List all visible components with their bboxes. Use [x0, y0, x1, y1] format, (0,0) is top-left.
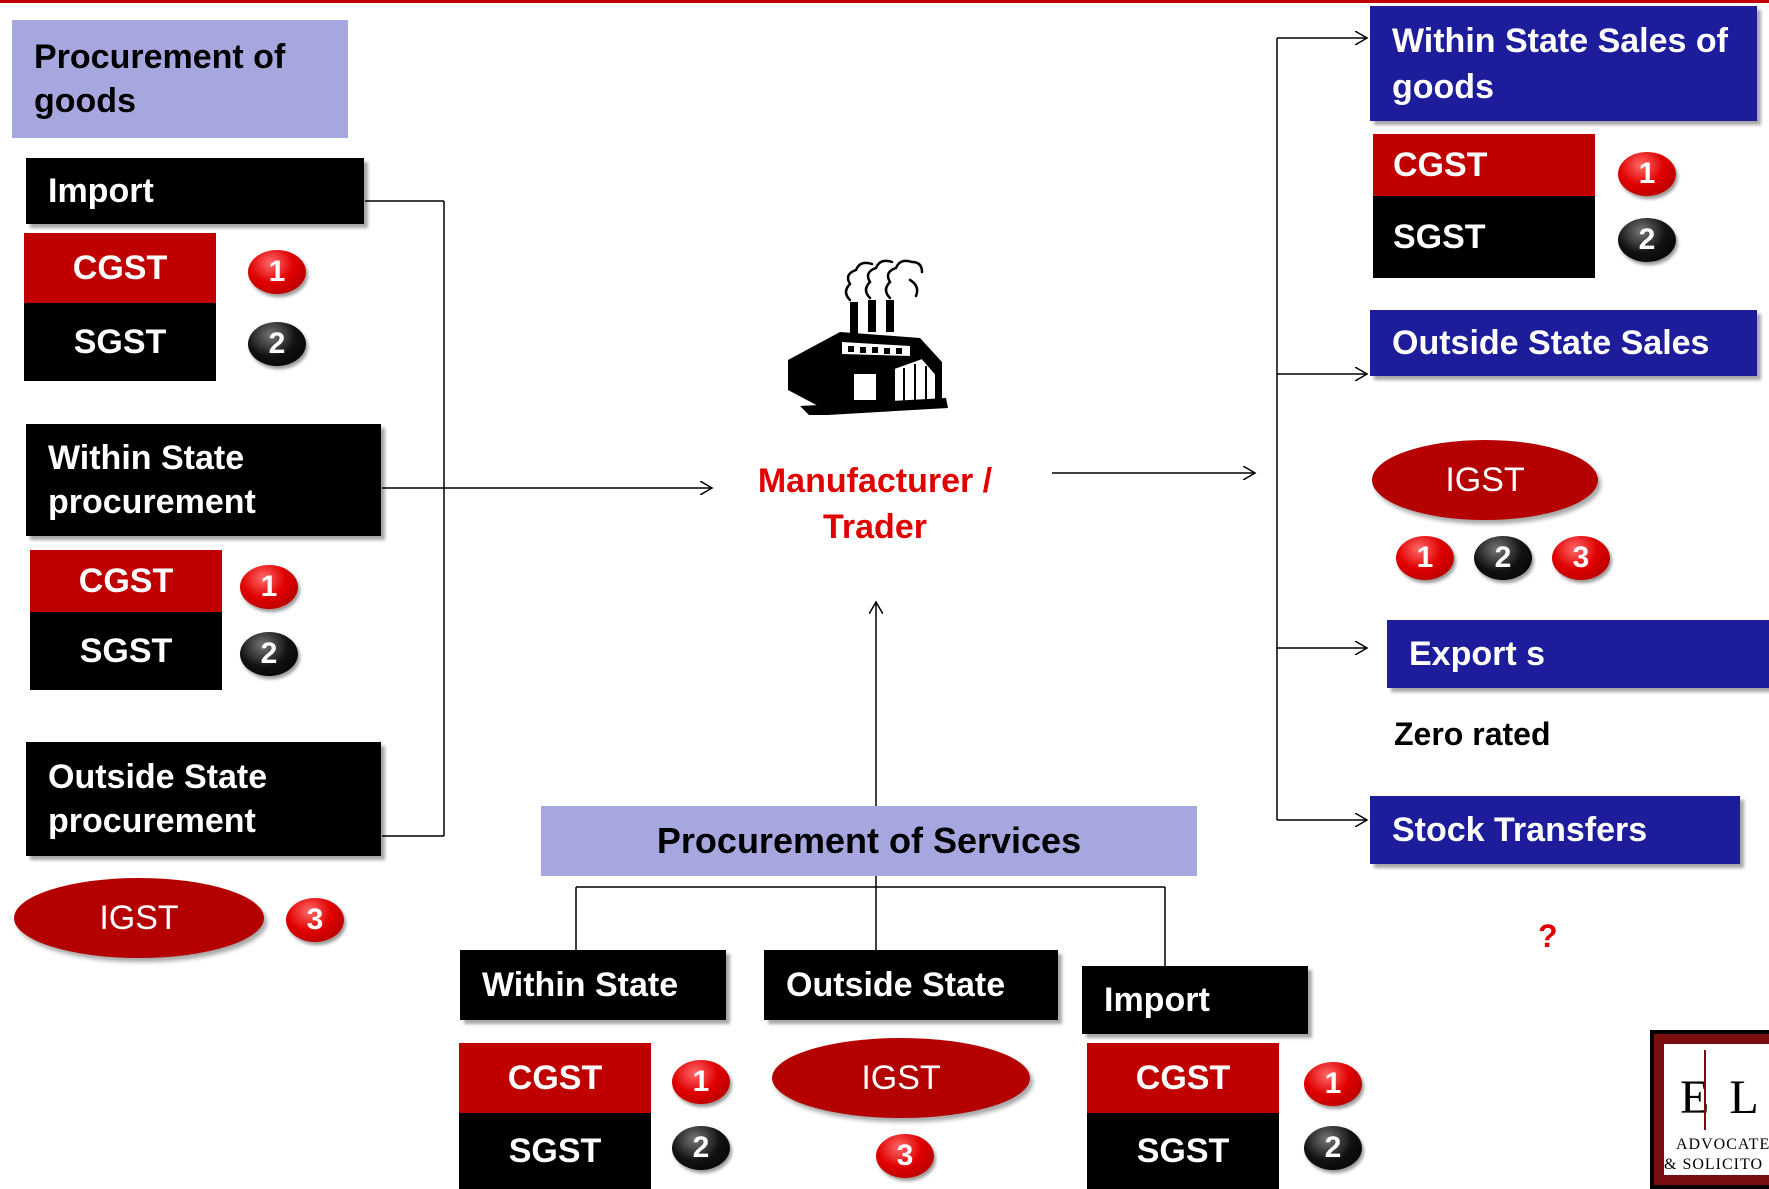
sales-igst-label: IGST [1445, 460, 1525, 499]
services-within-cgst-label: CGST [507, 1058, 603, 1097]
stock-transfers-box: Stock Transfers [1370, 796, 1740, 864]
import-cgst-label: CGST [72, 248, 168, 287]
within-sgst-label: SGST [79, 631, 173, 670]
badge-1: 1 [1396, 536, 1454, 580]
services-import-box: Import [1082, 966, 1308, 1034]
services-within-sgst-label: SGST [508, 1131, 602, 1170]
top-border [0, 0, 1769, 3]
sales-sgst-label: SGST [1393, 217, 1486, 256]
sales-sgst: SGST [1373, 196, 1595, 278]
services-import-cgst: CGST [1087, 1043, 1279, 1113]
badge-1: 1 [1618, 152, 1676, 196]
services-import-sgst-label: SGST [1136, 1131, 1230, 1170]
within-cgst-label: CGST [78, 561, 174, 600]
services-import-label: Import [1104, 981, 1210, 1019]
services-import-cgst-label: CGST [1135, 1058, 1231, 1097]
badge-1: 1 [240, 565, 298, 609]
outside-procurement-box: Outside State procurement [26, 742, 381, 856]
import-cgst: CGST [24, 233, 216, 303]
import-sgst: SGST [24, 303, 216, 381]
procurement-services-title-text: Procurement of Services [656, 820, 1082, 861]
badge-2: 2 [672, 1126, 730, 1170]
sales-cgst-label: CGST [1393, 145, 1488, 184]
badge-2: 2 [1618, 218, 1676, 262]
import-box: Import [26, 158, 364, 224]
logo-letters: E L [1680, 1071, 1763, 1124]
firm-logo: E L ADVOCATE & SOLICITO [1650, 1030, 1769, 1189]
question-mark: ? [1538, 918, 1558, 954]
sales-cgst: CGST [1373, 134, 1595, 196]
badge-2: 2 [1474, 536, 1532, 580]
within-procurement-box: Within State procurement [26, 424, 381, 536]
badge-1: 1 [248, 250, 306, 294]
services-outside-igst-label: IGST [861, 1058, 941, 1097]
exports-box: Export s [1387, 620, 1769, 688]
badge-1: 1 [672, 1060, 730, 1104]
within-sales-label: Within State Sales of goods [1392, 21, 1728, 106]
services-within-box: Within State [460, 950, 726, 1020]
outside-igst: IGST [14, 878, 264, 958]
services-outside-igst: IGST [772, 1038, 1030, 1118]
outside-igst-label: IGST [99, 898, 179, 937]
services-outside-label: Outside State [786, 966, 1006, 1004]
services-import-sgst: SGST [1087, 1113, 1279, 1189]
zero-rated-note: Zero rated [1394, 716, 1551, 752]
badge-3: 3 [876, 1134, 934, 1178]
within-sales-box: Within State Sales of goods [1370, 6, 1757, 121]
outside-sales-label: Outside State Sales [1392, 324, 1710, 362]
badge-2: 2 [248, 322, 306, 366]
outside-procurement-label: Outside State procurement [48, 758, 268, 840]
factory-icon [770, 250, 950, 416]
procurement-goods-title: Procurement of goods [12, 20, 348, 138]
badge-3: 3 [286, 898, 344, 942]
logo-line1: ADVOCATE [1676, 1136, 1769, 1153]
sales-igst: IGST [1372, 440, 1598, 520]
procurement-services-title: Procurement of Services [541, 806, 1197, 876]
logo-line2: & SOLICITO [1664, 1156, 1764, 1173]
badge-2: 2 [240, 632, 298, 676]
badge-2: 2 [1304, 1126, 1362, 1170]
exports-label: Export s [1409, 635, 1546, 673]
manufacturer-label: Manufacturer / Trader [757, 462, 993, 546]
services-within-label: Within State [482, 966, 679, 1004]
within-cgst: CGST [30, 550, 222, 612]
badge-3: 3 [1552, 536, 1610, 580]
services-within-sgst: SGST [459, 1113, 651, 1189]
services-within-cgst: CGST [459, 1043, 651, 1113]
outside-sales-box: Outside State Sales [1370, 310, 1757, 376]
within-sgst: SGST [30, 612, 222, 690]
procurement-goods-title-text: Procurement of goods [34, 38, 286, 120]
logo-divider [1704, 1050, 1706, 1130]
import-label: Import [48, 172, 154, 210]
stock-transfers-label: Stock Transfers [1392, 811, 1648, 849]
services-outside-box: Outside State [764, 950, 1058, 1020]
import-sgst-label: SGST [73, 322, 167, 361]
within-procurement-label: Within State procurement [48, 439, 256, 521]
badge-1: 1 [1304, 1062, 1362, 1106]
